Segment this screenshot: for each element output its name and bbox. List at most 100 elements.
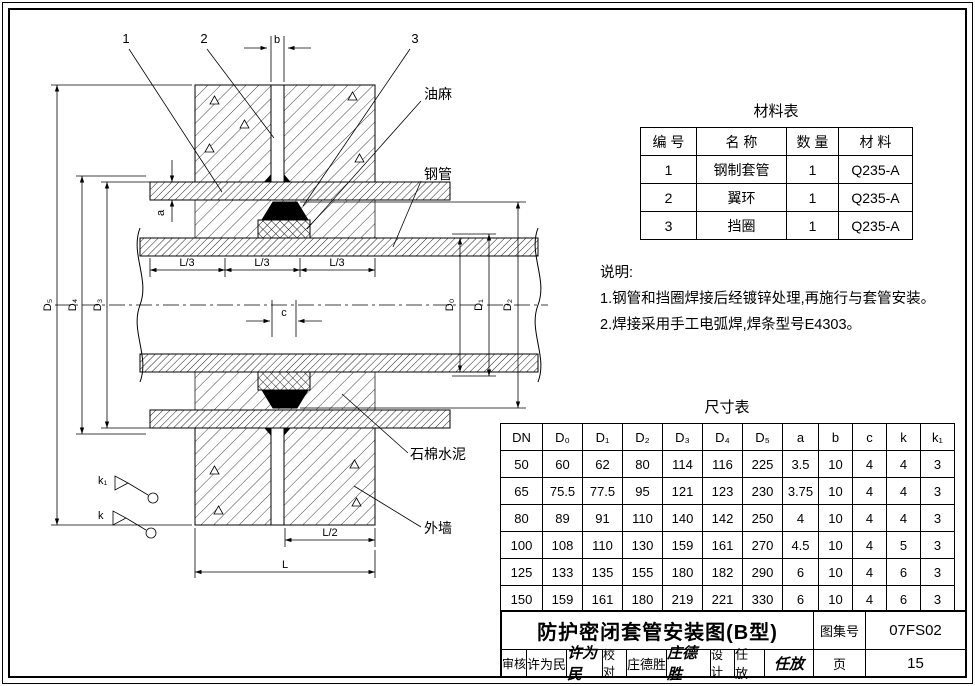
table-cell: 180 (662, 558, 703, 586)
table-header-cell: D₂ (622, 423, 663, 451)
table-header-row: 编 号名 称数 量材 料 (640, 127, 913, 156)
oakum-packing-top (257, 219, 311, 239)
page-number: 15 (865, 650, 965, 676)
table-cell: 80 (622, 450, 663, 478)
table-cell: 1 (640, 155, 697, 184)
sheet-title: 防护密闭套管安装图(B型) (537, 622, 778, 644)
table-cell: 270 (742, 531, 783, 559)
table-cell: 62 (582, 450, 623, 478)
page-label: 页 (813, 650, 865, 676)
pipe-wall-bottom (139, 353, 539, 373)
dim-label-d5: D₅ (42, 299, 54, 311)
table-header-cell: D₀ (542, 423, 583, 451)
table-cell: 180 (622, 585, 663, 613)
reviewer-label: 审核 (502, 656, 527, 671)
table-header-cell: DN (500, 423, 543, 451)
table-header-cell: D₁ (582, 423, 623, 451)
dim-label-d3: D₃ (92, 299, 104, 311)
wing-ring-top (270, 84, 285, 183)
table-cell: 225 (742, 450, 783, 478)
table-cell: 110 (622, 504, 663, 532)
table-cell: 10 (818, 504, 853, 532)
dim-label-c: c (281, 307, 287, 319)
table-header-cell: D₃ (662, 423, 703, 451)
designer-label: 设计 (710, 648, 734, 679)
table-cell: 161 (702, 531, 743, 559)
table-cell: 6 (886, 585, 921, 613)
table-header-cell: 数 量 (786, 127, 839, 156)
designer-signature: 任放 (764, 650, 813, 676)
table-cell: 3.5 (782, 450, 819, 478)
table-cell: 290 (742, 558, 783, 586)
table-cell: 110 (582, 531, 623, 559)
dim-label-d1: D₁ (473, 299, 485, 311)
table-cell: 150 (500, 585, 543, 613)
dim-label-l3: L/3 (329, 257, 344, 269)
table-cell: 10 (818, 558, 853, 586)
weld-label-k: k (98, 510, 104, 522)
table-cell: 4 (852, 558, 887, 586)
reviewer-name: 许为民 (526, 650, 566, 676)
table-cell: 114 (662, 450, 703, 478)
table-cell: 1 (786, 183, 839, 212)
part-label-asbestos-cement: 石棉水泥 (410, 446, 466, 462)
weld-mark (283, 427, 292, 437)
table-header-cell: 材 料 (838, 127, 913, 156)
note-line: 1.钢管和挡圈焊接后经镀锌处理,再施行与套管安装。 (600, 291, 936, 307)
callout-2: 2 (200, 31, 207, 46)
table-header-cell: 编 号 (640, 127, 697, 156)
checker-name: 庄德胜 (626, 650, 666, 676)
weld-symbol-circle (145, 527, 157, 539)
table-cell: 4 (886, 504, 921, 532)
table-cell: 91 (582, 504, 623, 532)
designer-name: 任 放 (734, 647, 764, 681)
materials-table-title: 材料表 (753, 103, 799, 120)
table-cell: 5 (886, 531, 921, 559)
table-cell: 挡圈 (696, 211, 787, 240)
table-header-cell: c (852, 423, 887, 451)
checker-signature: 庄德胜 (666, 646, 710, 683)
weld-symbol-triangle (114, 475, 129, 491)
table-cell: 6 (782, 558, 819, 586)
wing-ring-bottom (270, 427, 285, 526)
table-header-cell: k (886, 423, 921, 451)
table-cell: Q235-A (838, 183, 913, 212)
dim-label-l2: L/2 (322, 527, 337, 539)
pipe-wall-top (139, 237, 539, 257)
table-cell: 155 (622, 558, 663, 586)
table-cell: 4 (852, 531, 887, 559)
reviewer-signature: 许为民 (566, 646, 602, 683)
checker-label: 校对 (602, 648, 626, 679)
table-cell: 4 (852, 504, 887, 532)
table-cell: 135 (582, 558, 623, 586)
table-cell: Q235-A (838, 211, 913, 240)
casing-wall-bottom (149, 409, 451, 429)
table-cell: Q235-A (838, 155, 913, 184)
table-cell: 3 (640, 211, 697, 240)
table-cell: 3 (920, 585, 955, 613)
table-cell: 钢制套管 (696, 155, 787, 184)
table-cell: 4 (886, 477, 921, 505)
table-cell: 6 (886, 558, 921, 586)
table-cell: 330 (742, 585, 783, 613)
atlas-no-value: 07FS02 (865, 612, 965, 649)
table-cell: 116 (702, 450, 743, 478)
table-cell: 3 (920, 504, 955, 532)
table-cell: 89 (542, 504, 583, 532)
table-cell: 230 (742, 477, 783, 505)
wall-section-top (194, 84, 376, 183)
oakum-packing-bottom (257, 371, 311, 391)
table-cell: 10 (818, 477, 853, 505)
table-header-cell: k₁ (920, 423, 955, 451)
table-cell: 125 (500, 558, 543, 586)
table-cell: 4 (852, 585, 887, 613)
table-cell: 65 (500, 477, 543, 505)
table-cell: 10 (818, 450, 853, 478)
table-cell: 221 (702, 585, 743, 613)
